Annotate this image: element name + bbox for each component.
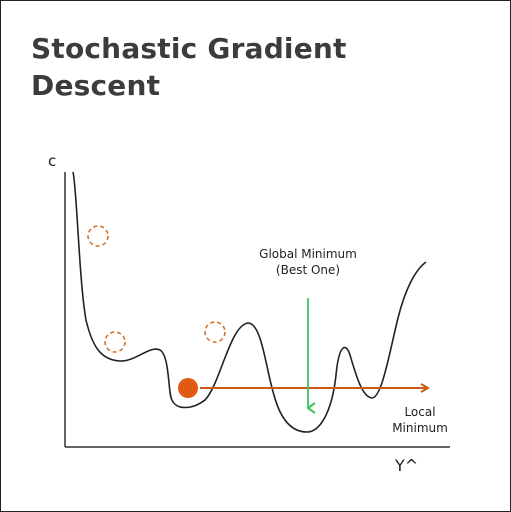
cost-curve: [72, 171, 427, 433]
dashed-position-circle-3: [204, 321, 226, 343]
dashed-position-circle-2: [104, 331, 126, 353]
title-line-1: Stochastic Gradient: [31, 32, 347, 65]
current-position-marker: [178, 378, 198, 398]
y-axis-label: c: [48, 152, 57, 170]
global-minimum-label: Global Minimum (Best One): [238, 246, 378, 278]
local-minimum-label-line-2: Minimum: [392, 421, 448, 435]
dashed-position-circle-1: [87, 225, 109, 247]
diagram-title: Stochastic Gradient Descent: [31, 30, 451, 104]
global-minimum-label-line-1: Global Minimum: [259, 247, 357, 261]
local-minimum-label: Local Minimum: [380, 404, 460, 436]
local-minimum-label-line-1: Local: [404, 405, 436, 419]
global-minimum-label-line-2: (Best One): [275, 263, 341, 277]
x-axis-label: Y^: [395, 456, 419, 475]
title-line-2: Descent: [31, 69, 161, 102]
